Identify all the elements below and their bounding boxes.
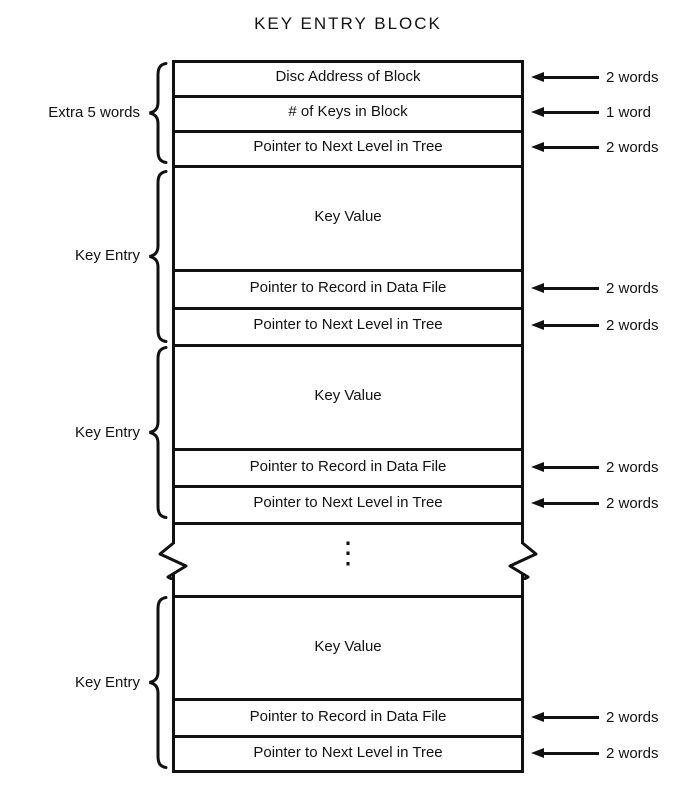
size-label: 2 words [606,744,659,762]
group-label-key-entry: Key Entry [74,424,140,441]
box-line-left [172,573,175,773]
cell-pointer-record: Pointer to Record in Data File [249,458,447,475]
brace-key-entry [149,346,168,519]
left-arrowhead-icon [531,462,544,472]
size-label: 2 words [606,68,659,86]
brace-extra-words [149,62,168,164]
box-line-top [172,60,524,63]
break-zigzag-icon [508,534,538,580]
size-label: 2 words [606,316,659,334]
box-line [172,735,524,738]
arrow-line [543,751,599,755]
cell-pointer-next: Pointer to Next Level in Tree [253,744,443,761]
left-arrowhead-icon [531,320,544,330]
box-line-break-bottom [172,595,524,598]
arrow-line [543,465,599,469]
box-line-bottom [172,770,524,773]
size-arrow: 2 words [531,68,659,86]
box-line [172,307,524,310]
cell-pointer-record: Pointer to Record in Data File [249,279,447,296]
arrow-line [543,323,599,327]
brace-key-entry [149,170,168,343]
left-arrowhead-icon [531,142,544,152]
box-line-left [172,60,175,544]
size-arrow: 2 words [531,458,659,476]
arrow-line [543,286,599,290]
vertical-ellipsis-icon: ⋮ [333,537,363,570]
arrow-line [543,110,599,114]
box-line-break-top [172,522,524,525]
size-label: 2 words [606,458,659,476]
size-arrow: 2 words [531,316,659,334]
cell-pointer-next: Pointer to Next Level in Tree [253,494,443,511]
size-label: 2 words [606,279,659,297]
cell-key-value: Key Value [314,638,382,655]
left-arrowhead-icon [531,712,544,722]
group-label-key-entry: Key Entry [74,674,140,691]
size-label: 2 words [606,138,659,156]
size-label: 1 word [606,103,652,121]
brace-key-entry [149,596,168,769]
box-line [172,344,524,347]
diagram-title: KEY ENTRY BLOCK [254,14,442,33]
left-arrowhead-icon [531,107,544,117]
box-line-right [521,60,524,544]
group-label-key-entry: Key Entry [74,247,140,264]
cell-pointer-next: Pointer to Next Level in Tree [253,316,443,333]
box-line [172,485,524,488]
box-line [172,698,524,701]
cell-num-keys: # of Keys in Block [288,103,408,120]
left-arrowhead-icon [531,748,544,758]
size-arrow: 2 words [531,138,659,156]
cell-pointer-record: Pointer to Record in Data File [249,708,447,725]
size-arrow: 2 words [531,744,659,762]
size-label: 2 words [606,494,659,512]
size-arrow: 2 words [531,708,659,726]
size-arrow: 2 words [531,494,659,512]
size-arrow: 2 words [531,279,659,297]
cell-pointer-next: Pointer to Next Level in Tree [253,138,443,155]
box-line-right [521,573,524,773]
break-zigzag-icon [158,534,188,580]
cell-disc-address: Disc Address of Block [275,68,421,85]
size-arrow: 1 word [531,103,651,121]
arrow-line [543,145,599,149]
size-label: 2 words [606,708,659,726]
arrow-line [543,501,599,505]
left-arrowhead-icon [531,283,544,293]
arrow-line [543,75,599,79]
left-arrowhead-icon [531,498,544,508]
left-arrowhead-icon [531,72,544,82]
cell-key-value: Key Value [314,208,382,225]
box-line [172,165,524,168]
box-line [172,448,524,451]
box-line [172,95,524,98]
box-line [172,269,524,272]
cell-key-value: Key Value [314,387,382,404]
box-line [172,130,524,133]
arrow-line [543,715,599,719]
group-label-extra-words: Extra 5 words [48,104,140,121]
